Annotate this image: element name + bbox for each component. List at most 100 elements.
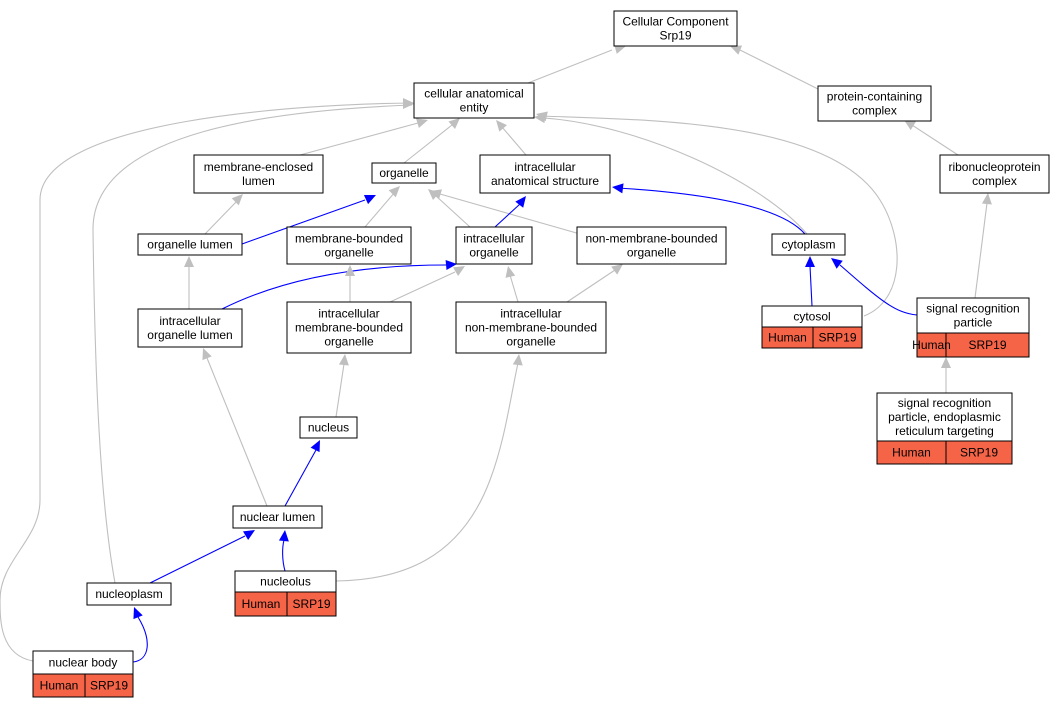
edge-srp-rnp-arrowhead — [981, 193, 992, 205]
node-membrane-bounded-organelle-box — [286, 226, 412, 265]
edge-nucleolus-inmbo-arrowhead — [512, 354, 523, 366]
node-non-membrane-bounded-organelle-label: organelle — [627, 246, 677, 260]
node-nucleolus-label: nucleolus — [260, 575, 311, 589]
node-non-membrane-bounded-organelle-box — [576, 226, 727, 265]
edge-nl-iol-arrowhead — [202, 348, 212, 361]
edge-inmbo-nmbo-arrowhead — [611, 264, 623, 275]
node-intracellular-membrane-bounded-organelle-label: intracellular — [318, 307, 379, 321]
node-srp-er-targeting-label: reticulum targeting — [895, 424, 994, 438]
node-cellular-anatomical-entity-label: cellular anatomical — [424, 87, 523, 101]
edge-io-org — [435, 195, 471, 228]
annotation-species: Human — [768, 331, 807, 345]
edge-srp-cyto-arrowhead — [831, 258, 843, 269]
edge-iol-io — [221, 264, 447, 310]
node-organelle-box — [371, 162, 437, 184]
edge-cae-root — [527, 49, 613, 84]
edge-pcc-root-arrowhead — [730, 45, 743, 55]
node-organelle[interactable]: organelle — [371, 162, 437, 184]
edge-cyto-ias — [617, 187, 806, 235]
node-intracellular-organelle-label: intracellular — [463, 232, 524, 246]
node-nucleoplasm[interactable]: nucleoplasm — [86, 582, 172, 606]
node-organelle-label: organelle — [379, 166, 429, 180]
node-cellular-component-label: Srp19 — [659, 29, 691, 43]
edge-nl-nucleus — [284, 449, 317, 507]
node-nucleoplasm-label: nucleoplasm — [95, 587, 162, 601]
node-intracellular-non-membrane-bounded-organelle-box — [455, 301, 607, 354]
node-non-membrane-bounded-organelle-label: non-membrane-bounded — [585, 232, 717, 246]
annotation-gene: SRP19 — [960, 446, 998, 460]
annotation-gene-cell — [286, 591, 337, 617]
annotation-gene: SRP19 — [292, 597, 330, 611]
node-intracellular-non-membrane-bounded-organelle-label: intracellular — [500, 307, 561, 321]
node-membrane-bounded-organelle-label: membrane-bounded — [295, 232, 403, 246]
node-protein-containing-complex-label: complex — [852, 104, 897, 118]
node-intracellular-anatomical-structure-label: intracellular — [514, 160, 575, 174]
edge-imbo-io — [389, 271, 456, 303]
edge-org-cae — [403, 124, 453, 164]
node-nuclear-lumen-box — [232, 505, 323, 529]
node-srp-er-targeting-label: signal recognition — [898, 396, 991, 410]
edge-nucleus-imbo-arrowhead — [338, 354, 349, 366]
edges — [0, 44, 992, 663]
edge-rnp-pcc-arrowhead — [904, 120, 916, 131]
node-nuclear-body-label: nuclear body — [49, 656, 118, 670]
node-signal-recognition-particle-label: signal recognition — [926, 302, 1019, 316]
edge-io-ias — [494, 203, 521, 228]
annotation-gene-cell — [945, 440, 1013, 465]
node-intracellular-organelle-lumen-box — [137, 308, 243, 348]
edge-nucleus-imbo — [335, 363, 345, 418]
node-signal-recognition-particle-label: particle — [954, 316, 993, 330]
node-organelle-lumen-box — [137, 233, 243, 256]
node-nucleoplasm-box — [86, 582, 172, 606]
node-intracellular-membrane-bounded-organelle-label: membrane-bounded — [295, 321, 403, 335]
node-nucleus-label: nucleus — [308, 421, 349, 435]
edge-mbo-org — [364, 191, 396, 228]
node-nuclear-lumen-label: nuclear lumen — [240, 510, 315, 524]
edge-cyto-ias-arrowhead — [612, 183, 624, 194]
edge-cytosol-cae-arrowhead — [536, 111, 548, 122]
edge-srper-srp-arrowhead — [941, 357, 951, 368]
edge-cyto-cae — [543, 117, 808, 235]
node-srp-er-targeting-label: particle, endoplasmic — [888, 410, 1001, 424]
edge-mel-cae-arrowhead — [416, 118, 428, 128]
node-nucleus[interactable]: nucleus — [299, 416, 358, 439]
edge-mbo-org-arrowhead — [388, 186, 400, 198]
annotation-species: Human — [40, 679, 79, 693]
edge-ias-cae-arrowhead — [496, 120, 507, 132]
node-nuclear-lumen[interactable]: nuclear lumen — [232, 505, 323, 529]
node-intracellular-organelle-label: organelle — [469, 246, 519, 260]
annotation-species: Human — [892, 446, 931, 460]
node-protein-containing-complex-label: protein-containing — [827, 90, 922, 104]
node-cytoplasm-label: cytoplasm — [781, 238, 835, 252]
annotation-row: Human SRP19 — [876, 440, 1013, 465]
edge-cytosol-cae — [539, 115, 898, 317]
edge-nb-cae-arrowhead — [403, 98, 414, 108]
node-protein-containing-complex-box — [817, 85, 932, 122]
edge-nb-nucleoplasm — [132, 616, 148, 663]
edge-cytosol-cyto-arrowhead — [805, 256, 815, 267]
node-organelle-lumen[interactable]: organelle lumen — [137, 233, 243, 256]
node-intracellular-organelle-box — [455, 226, 533, 265]
node-intracellular-non-membrane-bounded-organelle[interactable]: intracellularnon-membrane-boundedorganel… — [455, 301, 607, 354]
edge-ol-org-arrowhead — [363, 195, 376, 205]
node-cytoplasm[interactable]: cytoplasm — [771, 233, 846, 256]
